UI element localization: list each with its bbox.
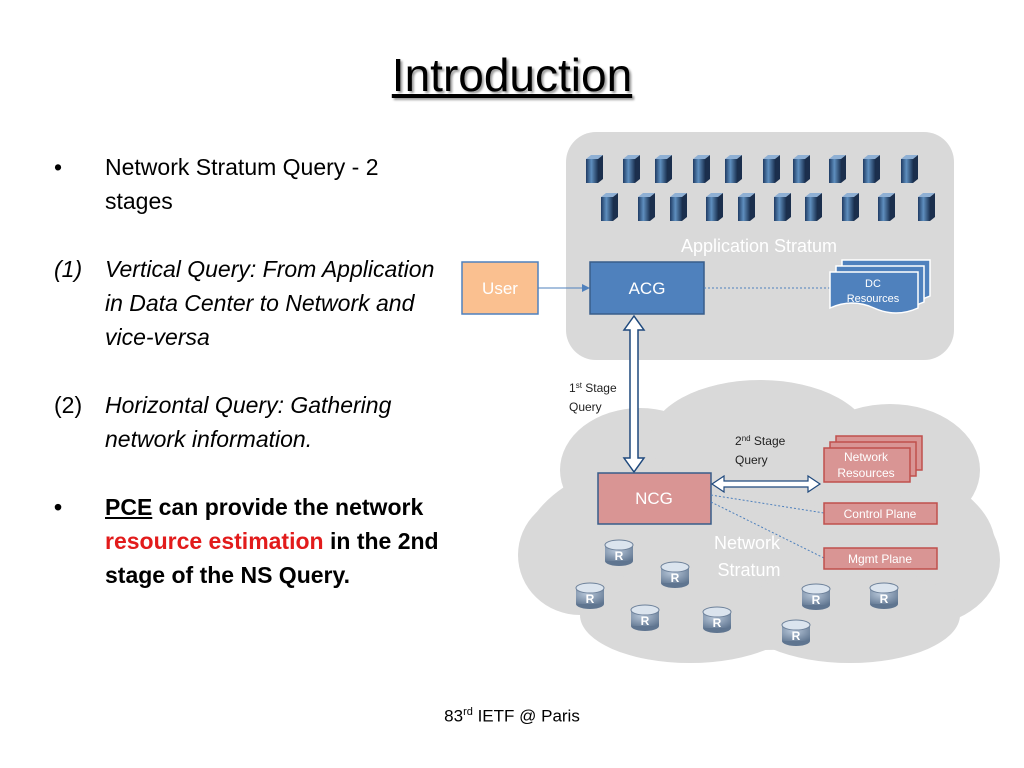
user-label: User xyxy=(482,279,518,298)
network-stratum-label-2: Stratum xyxy=(717,560,780,580)
stage2-query-label: 2nd Stage xyxy=(735,434,786,448)
server-icon xyxy=(586,155,603,183)
ncg-label: NCG xyxy=(635,489,673,508)
router-label: R xyxy=(615,549,624,563)
horizontal-query-arrow xyxy=(710,474,822,494)
router-label: R xyxy=(713,616,722,630)
network-stratum-label-1: Network xyxy=(714,533,781,553)
server-icon xyxy=(623,155,640,183)
bullet-text: can provide the network xyxy=(152,494,424,520)
server-icons xyxy=(586,155,935,221)
stage1-query-line2: Query xyxy=(569,400,602,414)
bullet-list: • Network Stratum Query - 2 stages (1) V… xyxy=(50,150,450,592)
slide-footer: 83rd IETF @ Paris xyxy=(444,706,580,726)
router-icon: R xyxy=(630,604,660,631)
server-icon xyxy=(738,193,755,221)
server-icon xyxy=(655,155,672,183)
dc-resources-label-2: Resources xyxy=(847,293,900,305)
bullet-marker: (2) xyxy=(54,392,83,418)
router-label: R xyxy=(812,593,821,607)
ncg-mgmt-plane-link xyxy=(710,501,825,559)
router-icon: R xyxy=(869,582,899,609)
router-label: R xyxy=(671,571,680,585)
dc-resources-label-1: DC xyxy=(865,278,881,290)
router-label: R xyxy=(641,614,650,628)
router-icons: R R R R R R R R xyxy=(575,539,899,646)
router-label: R xyxy=(880,592,889,606)
acg-box xyxy=(589,261,705,315)
router-icon: R xyxy=(604,539,634,566)
network-resources-label-2: Resources xyxy=(837,466,894,480)
server-icon xyxy=(918,193,935,221)
server-icon xyxy=(725,155,742,183)
server-icon xyxy=(805,193,822,221)
highlight-text: resource estimation xyxy=(105,528,324,554)
server-icon xyxy=(601,193,618,221)
ncg-control-plane-link xyxy=(710,494,825,514)
control-plane-label: Control Plane xyxy=(844,507,917,521)
server-icon xyxy=(863,155,880,183)
bullet-item-2: (1) Vertical Query: From Application in … xyxy=(50,252,450,354)
bullet-marker: (1) xyxy=(54,256,83,282)
dc-resources-stack xyxy=(829,259,931,314)
server-icon xyxy=(763,155,780,183)
router-icon: R xyxy=(781,619,811,646)
mgmt-plane-label: Mgmt Plane xyxy=(848,552,912,566)
pce-term: PCE xyxy=(105,494,153,520)
router-icon: R xyxy=(702,606,732,633)
router-icon: R xyxy=(801,583,831,610)
bullet-item-4: • PCE can provide the network resource e… xyxy=(50,490,450,592)
network-resources-label-1: Network xyxy=(844,450,889,464)
ncg-box xyxy=(597,472,712,525)
acg-label: ACG xyxy=(629,279,666,298)
server-icon xyxy=(829,155,846,183)
bullet-item-1: • Network Stratum Query - 2 stages xyxy=(50,150,450,218)
bullet-text: Network Stratum Query - 2 stages xyxy=(105,154,379,214)
server-icon xyxy=(706,193,723,221)
user-box xyxy=(461,261,539,315)
router-icon: R xyxy=(660,561,690,588)
bullet-text-end: in the 2nd stage of the NS Query. xyxy=(105,528,439,588)
server-icon xyxy=(793,155,810,183)
server-icon xyxy=(693,155,710,183)
server-icon xyxy=(774,193,791,221)
bullet-marker: • xyxy=(54,154,63,180)
network-resources-stack xyxy=(823,435,923,483)
router-label: R xyxy=(792,629,801,643)
control-plane-box xyxy=(823,502,938,525)
bullet-marker: • xyxy=(54,494,63,520)
stage2-query-line2: Query xyxy=(735,453,768,467)
bullet-text: Horizontal Query: Gathering network info… xyxy=(105,392,392,452)
bullet-item-3: (2) Horizontal Query: Gathering network … xyxy=(50,388,450,456)
router-label: R xyxy=(586,592,595,606)
router-icon: R xyxy=(575,582,605,609)
slide-title: Introduction xyxy=(391,49,633,101)
stage1-query-label: 1st Stage xyxy=(569,381,617,395)
bullet-text: Vertical Query: From Application in Data… xyxy=(105,256,435,350)
application-stratum-label: Application Stratum xyxy=(681,236,837,256)
server-icon xyxy=(901,155,918,183)
server-icon xyxy=(878,193,895,221)
server-icon xyxy=(670,193,687,221)
server-icon xyxy=(638,193,655,221)
mgmt-plane-box xyxy=(823,547,938,570)
server-icon xyxy=(842,193,859,221)
vertical-query-arrow xyxy=(622,314,646,474)
